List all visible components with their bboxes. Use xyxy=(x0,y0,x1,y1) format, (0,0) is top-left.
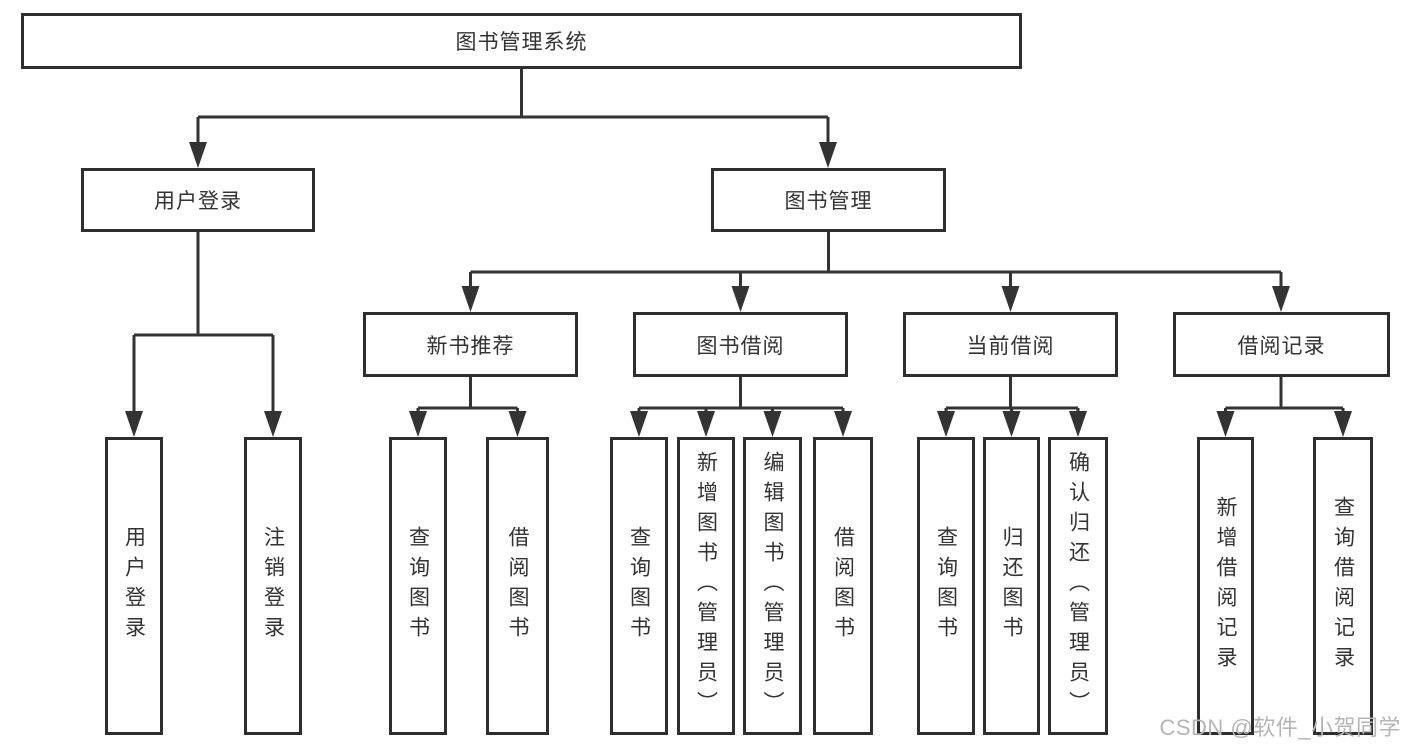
leaf-records-query-borrow-record-label: 查询借阅记录 xyxy=(1331,496,1355,676)
leaf-recommend-borrow-books-label: 借阅图书 xyxy=(506,526,529,646)
node-user-login-label: 用户登录 xyxy=(154,190,242,213)
leaf-logout-login: 注销登录 xyxy=(244,437,302,735)
node-borrowing-records-label: 借阅记录 xyxy=(1237,334,1326,358)
leaf-recommend-query-books: 查询图书 xyxy=(389,437,447,735)
node-new-book-recommendation: 新书推荐 xyxy=(363,312,578,377)
leaf-recommend-query-books-label: 查询图书 xyxy=(406,526,430,646)
csdn-watermark: CSDN @软件_小贺同学 xyxy=(1159,715,1401,740)
leaf-current-confirm-return-admin: 确认归还（管理员） xyxy=(1048,437,1108,735)
node-book-borrowing-label: 图书借阅 xyxy=(696,334,785,358)
leaf-current-return-books: 归还图书 xyxy=(983,437,1040,735)
leaf-records-add-borrow-record-label: 新增借阅记录 xyxy=(1214,496,1237,676)
leaf-recommend-borrow-books: 借阅图书 xyxy=(486,437,549,735)
leaf-user-login-label: 用户登录 xyxy=(122,526,146,646)
leaf-current-query-books-label: 查询图书 xyxy=(934,526,958,646)
node-current-borrowing: 当前借阅 xyxy=(903,312,1118,377)
arrowhead-icons xyxy=(125,142,1352,437)
leaf-borrowing-borrow-books: 借阅图书 xyxy=(813,437,873,735)
node-book-management-label: 图书管理 xyxy=(784,190,873,213)
leaf-current-confirm-return-admin-label: 确认归还（管理员） xyxy=(1066,451,1090,721)
node-system-root-label: 图书管理系统 xyxy=(455,31,588,54)
leaf-borrowing-borrow-books-label: 借阅图书 xyxy=(831,526,855,646)
leaf-borrowing-edit-book-admin: 编辑图书（管理员） xyxy=(743,437,802,735)
leaf-logout-login-label: 注销登录 xyxy=(261,526,285,646)
leaf-borrowing-edit-book-admin-label: 编辑图书（管理员） xyxy=(761,451,784,721)
leaf-current-query-books: 查询图书 xyxy=(917,437,975,735)
leaf-records-query-borrow-record: 查询借阅记录 xyxy=(1313,437,1373,735)
node-current-borrowing-label: 当前借阅 xyxy=(966,334,1055,358)
leaf-current-return-books-label: 归还图书 xyxy=(1000,526,1023,646)
node-system-root: 图书管理系统 xyxy=(21,13,1022,69)
node-user-login: 用户登录 xyxy=(81,168,315,232)
leaf-borrowing-add-book-admin: 新增图书（管理员） xyxy=(677,437,735,735)
node-borrowing-records: 借阅记录 xyxy=(1173,312,1390,377)
node-new-book-recommendation-label: 新书推荐 xyxy=(426,334,515,358)
leaf-borrowing-query-books: 查询图书 xyxy=(610,437,668,735)
node-book-borrowing: 图书借阅 xyxy=(633,312,848,377)
leaf-user-login: 用户登录 xyxy=(105,437,163,735)
leaf-borrowing-query-books-label: 查询图书 xyxy=(627,526,651,646)
node-book-management: 图书管理 xyxy=(711,168,946,232)
leaf-borrowing-add-book-admin-label: 新增图书（管理员） xyxy=(694,451,718,721)
leaf-records-add-borrow-record: 新增借阅记录 xyxy=(1197,437,1254,735)
